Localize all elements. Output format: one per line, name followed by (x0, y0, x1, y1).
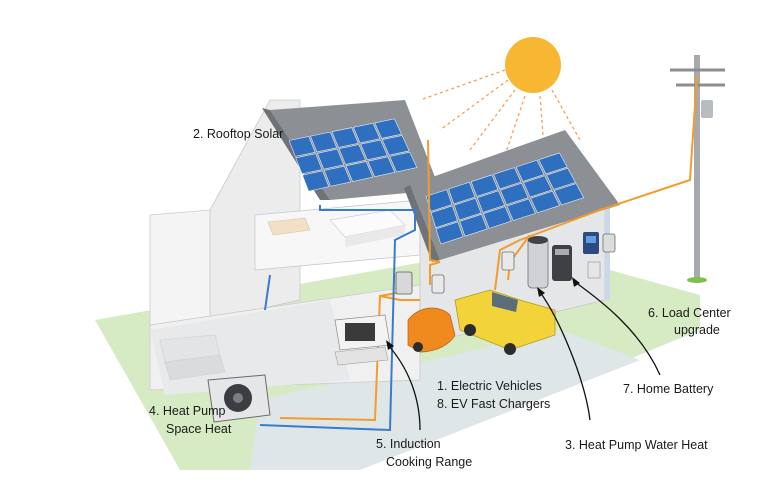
front-steps (159, 334, 226, 381)
solar-panel (360, 139, 388, 161)
induction-range-icon (334, 314, 391, 366)
solar-panel (288, 136, 316, 157)
solar-panel (470, 174, 499, 197)
solar-panel (435, 221, 464, 245)
label-heat-pump-space-heat: Space Heat (166, 422, 232, 436)
solar-panel (448, 181, 476, 205)
label-load-center: 6. Load Center (648, 306, 731, 320)
solar-panel (345, 161, 374, 182)
label-load-center-upgrade: upgrade (674, 323, 720, 337)
sun-rays (419, 69, 581, 171)
solar-panel (338, 144, 366, 165)
ev-charger-icon (431, 251, 515, 294)
solar-panel (546, 167, 576, 190)
solar-panel (310, 131, 338, 153)
solar-panel (483, 206, 512, 229)
solar-panel (323, 165, 352, 187)
solar-panel (367, 156, 396, 178)
load-center-icon (583, 232, 616, 279)
label-induction-cooking-range: Cooking Range (386, 455, 473, 469)
solar-panel (553, 183, 585, 206)
solar-panel (302, 170, 330, 192)
electric-truck-icon (454, 289, 556, 355)
label-electric-vehicles: 1. Electric Vehicles (437, 379, 542, 393)
label-heat-pump-water: 3. Heat Pump Water Heat (565, 438, 708, 452)
electric-car-icon (407, 307, 456, 353)
bed (329, 209, 406, 247)
solar-panel (381, 135, 410, 156)
solar-panel (506, 198, 536, 221)
solar-panel (430, 205, 458, 229)
label-rooftop-solar: 2. Rooftop Solar (193, 127, 284, 141)
solar-panel (499, 182, 529, 206)
heat-pump-water-heater-icon (527, 236, 549, 289)
solar-panel (515, 159, 545, 182)
electrical-panel-icon (395, 271, 413, 295)
callout-arrowheads (386, 277, 580, 350)
label-induction: 5. Induction (376, 437, 441, 451)
solar-panel (453, 197, 482, 221)
solar-panel (523, 175, 553, 198)
solar-panel (538, 152, 568, 175)
solar-panel (295, 153, 323, 175)
solar-array-main (288, 118, 418, 192)
heat-pump-piping (259, 205, 416, 432)
desk (267, 217, 311, 236)
utility-pole-icon (670, 55, 725, 283)
sun-icon (505, 37, 561, 93)
solar-panel (352, 122, 381, 144)
solar-panel (331, 127, 359, 148)
solar-panel (316, 148, 345, 170)
callout-leaders (387, 281, 661, 431)
label-home-battery: 7. Home Battery (623, 382, 714, 396)
solar-array-garage (425, 152, 585, 245)
solar-panel (389, 151, 418, 173)
solar-panel (530, 190, 560, 214)
heat-pump-unit-icon (207, 374, 271, 423)
label-heat-pump-space: 4. Heat Pump (149, 404, 226, 418)
label-ev-fast-chargers: 8. EV Fast Chargers (437, 397, 551, 411)
solar-panel (493, 167, 522, 190)
solar-panel (476, 190, 506, 213)
solar-panel (374, 118, 402, 139)
solar-panel (459, 213, 488, 237)
home-battery-icon (552, 245, 572, 281)
